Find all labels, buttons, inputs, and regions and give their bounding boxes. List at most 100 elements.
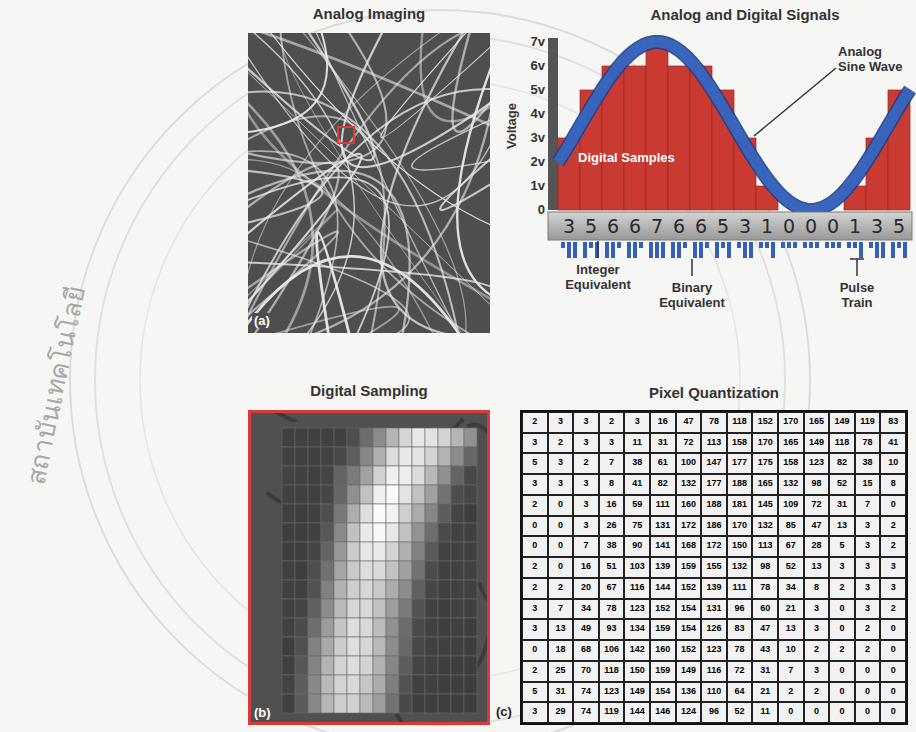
pixel-value: 0: [829, 619, 855, 640]
pixel: [295, 466, 308, 485]
pixel: [373, 675, 386, 694]
pixel: [295, 599, 308, 618]
pixel: [412, 599, 425, 618]
pixel-value: 142: [624, 640, 650, 661]
pixel: [425, 637, 438, 656]
pixel-value: 5: [522, 682, 548, 703]
pixel-value: 3: [548, 474, 574, 495]
pixel: [321, 694, 334, 713]
pulse: [661, 242, 665, 258]
pixel-value: 31: [650, 433, 676, 454]
pixel-value: 123: [804, 453, 830, 474]
pixel-value: 7: [573, 536, 599, 557]
pixel: [412, 447, 425, 466]
pixel-value: 0: [804, 702, 830, 723]
pixel: [373, 694, 386, 713]
pixel-value: 146: [650, 702, 676, 723]
pixel: [347, 542, 360, 561]
pixel-value: 38: [855, 453, 881, 474]
pixel: [412, 523, 425, 542]
pixel: [438, 580, 451, 599]
pixel: [334, 694, 347, 713]
pixel: [373, 523, 386, 542]
pixel: [399, 466, 412, 485]
sample-digit: 3: [734, 213, 756, 239]
pixel-value: 124: [676, 702, 702, 723]
pixel-value: 2: [880, 599, 906, 620]
pulse: [611, 242, 615, 258]
pixel-value: 78: [599, 599, 625, 620]
pixel: [334, 656, 347, 675]
chart-title: Analog and Digital Signals: [590, 6, 900, 23]
pixel: [438, 523, 451, 542]
pixel: [360, 618, 373, 637]
pixel-value: 131: [650, 516, 676, 537]
pixel-value: 7: [778, 661, 804, 682]
pixel-value: 47: [804, 516, 830, 537]
panel-letter: (b): [252, 705, 273, 720]
pulse: [749, 242, 753, 258]
pixel-value: 74: [573, 682, 599, 703]
pixel-value: 159: [650, 619, 676, 640]
pixel: [464, 580, 477, 599]
pixel: [451, 523, 464, 542]
pixel: [451, 675, 464, 694]
pulse: [727, 242, 731, 258]
pixel: [360, 447, 373, 466]
pixel-value: 0: [522, 640, 548, 661]
pixel: [347, 675, 360, 694]
pixel-value: 34: [573, 599, 599, 620]
pixel-value: 149: [804, 433, 830, 454]
pixel: [438, 485, 451, 504]
pixel: [295, 580, 308, 599]
filament: [249, 33, 490, 127]
pixel: [308, 675, 321, 694]
filament: [248, 33, 374, 160]
pixel-value: 172: [701, 536, 727, 557]
pixel: [295, 447, 308, 466]
leader-line: [856, 259, 858, 276]
panel-title: Pixel Quantization: [522, 384, 906, 401]
pulse: [831, 242, 835, 248]
pixel-value: 3: [522, 702, 548, 723]
sample-bar: [646, 42, 668, 210]
pulse: [693, 242, 697, 258]
pixel-value: 8: [804, 578, 830, 599]
pixel: [308, 523, 321, 542]
pixel-value: 10: [880, 453, 906, 474]
pixel-value: 113: [701, 433, 727, 454]
pixel-value: 152: [676, 578, 702, 599]
pulse: [875, 242, 879, 258]
pulse: [671, 242, 675, 258]
pixel-value: 18: [548, 640, 574, 661]
pixel: [464, 504, 477, 523]
pulse: [595, 242, 599, 258]
pixel: [412, 675, 425, 694]
pixel-value: 0: [855, 661, 881, 682]
pixel: [399, 561, 412, 580]
pixel-value: 2: [778, 682, 804, 703]
pixel: [399, 428, 412, 447]
pixel: [438, 447, 451, 466]
pixel: [425, 694, 438, 713]
pixel-value: 0: [522, 516, 548, 537]
pixel: [399, 580, 412, 599]
pixel-value: 96: [727, 599, 753, 620]
pixel-value: 29: [548, 702, 574, 723]
pixel: [321, 447, 334, 466]
pixel: [438, 675, 451, 694]
pixel-value: 8: [880, 474, 906, 495]
pixel: [464, 599, 477, 618]
pixel: [321, 504, 334, 523]
pixel-value: 0: [548, 516, 574, 537]
pixel: [321, 542, 334, 561]
curve-label: Analog Sine Wave: [838, 44, 912, 74]
pulse: [815, 242, 819, 248]
pixel-value: 0: [829, 682, 855, 703]
pixel-value: 2: [522, 495, 548, 516]
pixel-value: 38: [599, 536, 625, 557]
sample-digit: 3: [866, 213, 888, 239]
pixel: [308, 428, 321, 447]
pixel: [386, 523, 399, 542]
pixel-value: 188: [701, 495, 727, 516]
